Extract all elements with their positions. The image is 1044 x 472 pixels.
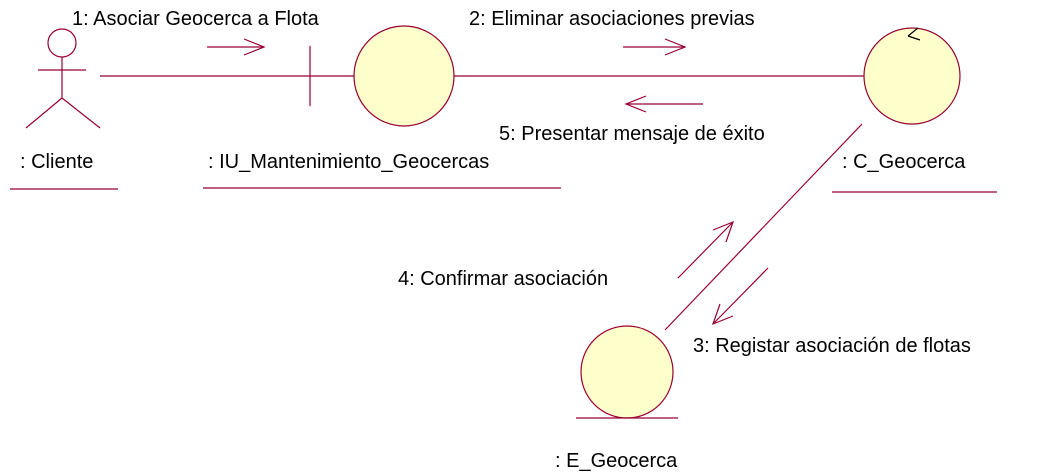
entity-name: : E_Geocerca — [555, 450, 678, 472]
message-3-label: 3: Registar asociación de flotas — [693, 335, 971, 357]
message-4-label: 4: Confirmar asociación — [398, 268, 608, 290]
boundary-name: : IU_Mantenimiento_Geocercas — [208, 151, 489, 173]
actor-name: : Cliente — [20, 151, 93, 173]
message-5-label: 5: Presentar mensaje de éxito — [499, 123, 765, 145]
actor-icon — [25, 28, 101, 129]
control-name: : C_Geocerca — [842, 151, 966, 173]
boundary-icon — [309, 25, 455, 127]
message-4-arrow-icon — [677, 220, 735, 279]
message-3-arrow-icon — [711, 267, 769, 326]
message-1-arrow-icon — [207, 38, 266, 56]
control-icon — [863, 27, 961, 125]
message-2-arrow-icon — [623, 38, 687, 56]
link-control-entity — [664, 123, 863, 331]
entity-icon — [576, 325, 678, 419]
message-1-label: 1: Asociar Geocerca a Flota — [72, 8, 320, 30]
message-5-arrow-icon — [624, 95, 703, 113]
message-2-label: 2: Eliminar asociaciones previas — [469, 8, 755, 30]
